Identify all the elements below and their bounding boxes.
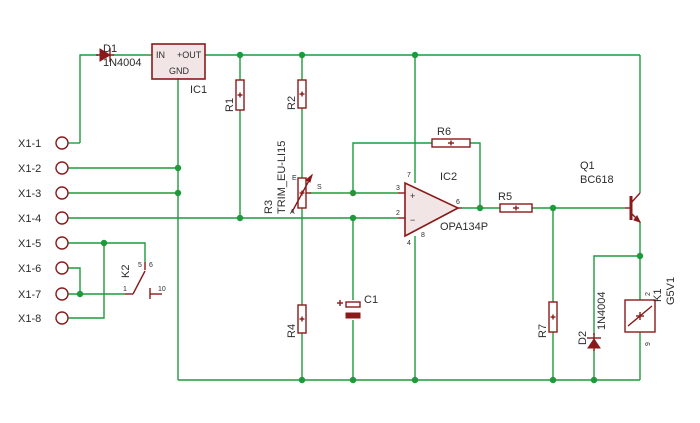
relay-k1[interactable]: 2 9 K1 G5V1 (624, 277, 677, 346)
r3-pin-a: A (290, 209, 295, 216)
q1-value: BC618 (580, 174, 614, 186)
connector-label: X1-7 (18, 289, 41, 301)
diode-d2[interactable]: D2 1N4004 (577, 291, 608, 351)
k2-name: K2 (120, 265, 132, 278)
wires (68, 54, 641, 381)
transistor-q1[interactable]: Q1 BC618 (580, 160, 641, 223)
resistor-r7[interactable]: R7 (537, 301, 558, 338)
ic2-pin-4: 4 (407, 240, 411, 247)
r3-value: TRIM_EU-LI15 (276, 141, 288, 214)
ic2-name: IC2 (440, 171, 457, 183)
k1-pin-9: 9 (645, 342, 652, 346)
connector-pad-x1-2[interactable]: X1-2 (18, 161, 69, 175)
resistor-r5[interactable]: R5 (498, 191, 533, 213)
r7-label: R7 (537, 324, 549, 338)
ic2-pin-2: 2 (396, 210, 400, 217)
connector-label: X1-1 (18, 138, 41, 150)
connector-pad-x1-7[interactable]: X1-7 (18, 287, 69, 301)
opamp-ic2[interactable]: + − 7 3 2 6 4 8 IC2 OPA134P (396, 171, 488, 247)
d1-name: D1 (103, 43, 117, 55)
ic1-pin-gnd: GND (169, 66, 190, 76)
k1-value: G5V1 (665, 277, 677, 305)
r3-name: R3 (263, 200, 275, 214)
ic1-name: IC1 (190, 84, 207, 96)
ic1-pin-in: IN (156, 50, 165, 60)
ic2-minus-sign: − (410, 215, 415, 225)
connector-pad-x1-8[interactable]: X1-8 (18, 311, 69, 325)
k1-pin-2: 2 (645, 292, 652, 296)
regulator-ic1[interactable]: IN +OUT GND IC1 (151, 43, 207, 96)
connector-pad-x1-3[interactable]: X1-3 (18, 186, 69, 200)
connector-label: X1-2 (18, 163, 41, 175)
connector-label: X1-8 (18, 313, 41, 325)
ic2-pin-8: 8 (421, 232, 425, 239)
connector-x1: X1-1 X1-2 X1-3 X1-4 X1-5 X1-6 X1-7 X1-8 (18, 136, 69, 325)
k2-pin-10: 10 (158, 286, 166, 293)
diode-d1[interactable]: D1 1N4004 (96, 43, 142, 69)
k2-pin-6: 6 (149, 262, 153, 269)
ic2-value: OPA134P (440, 221, 488, 233)
connector-pad-x1-4[interactable]: X1-4 (18, 211, 69, 225)
ic1-pin-out: +OUT (177, 50, 202, 60)
r2-label: R2 (286, 96, 298, 110)
k2-pin-5: 5 (138, 262, 142, 269)
connector-label: X1-5 (18, 238, 41, 250)
connector-label: X1-4 (18, 213, 41, 225)
capacitor-c1[interactable]: C1 (337, 294, 378, 319)
ic2-pin-6: 6 (456, 199, 460, 206)
c1-label: C1 (364, 294, 378, 306)
q1-name: Q1 (580, 160, 595, 172)
resistor-r1[interactable]: R1 (224, 79, 245, 112)
ic2-plus-sign: + (410, 191, 415, 201)
r3-pin-e: E (292, 175, 297, 182)
d2-name: D2 (577, 331, 589, 345)
relay-contact-k2[interactable]: K2 5 6 1 10 (120, 262, 166, 299)
k2-pin-1: 1 (123, 286, 127, 293)
resistor-r6[interactable]: R6 (431, 126, 471, 148)
ic2-pin-7: 7 (407, 172, 411, 179)
connector-pad-x1-1[interactable]: X1-1 (18, 136, 69, 150)
connector-label: X1-6 (18, 263, 41, 275)
k1-name: K1 (652, 289, 664, 302)
connector-pad-x1-6[interactable]: X1-6 (18, 261, 69, 275)
r6-label: R6 (437, 126, 451, 138)
connector-pad-x1-5[interactable]: X1-5 (18, 236, 69, 250)
d1-value: 1N4004 (103, 57, 142, 69)
resistor-r2[interactable]: R2 (286, 79, 307, 110)
r4-label: R4 (286, 324, 298, 338)
resistor-r4[interactable]: R4 (286, 304, 307, 338)
r5-label: R5 (498, 191, 512, 203)
connector-label: X1-3 (18, 188, 41, 200)
trimmer-r3[interactable]: R3 TRIM_EU-LI15 E S A (263, 141, 322, 216)
d2-value: 1N4004 (596, 291, 608, 330)
r1-label: R1 (224, 98, 236, 112)
junctions (76, 51, 644, 384)
r3-pin-s: S (317, 184, 322, 191)
ic2-pin-3: 3 (396, 185, 400, 192)
